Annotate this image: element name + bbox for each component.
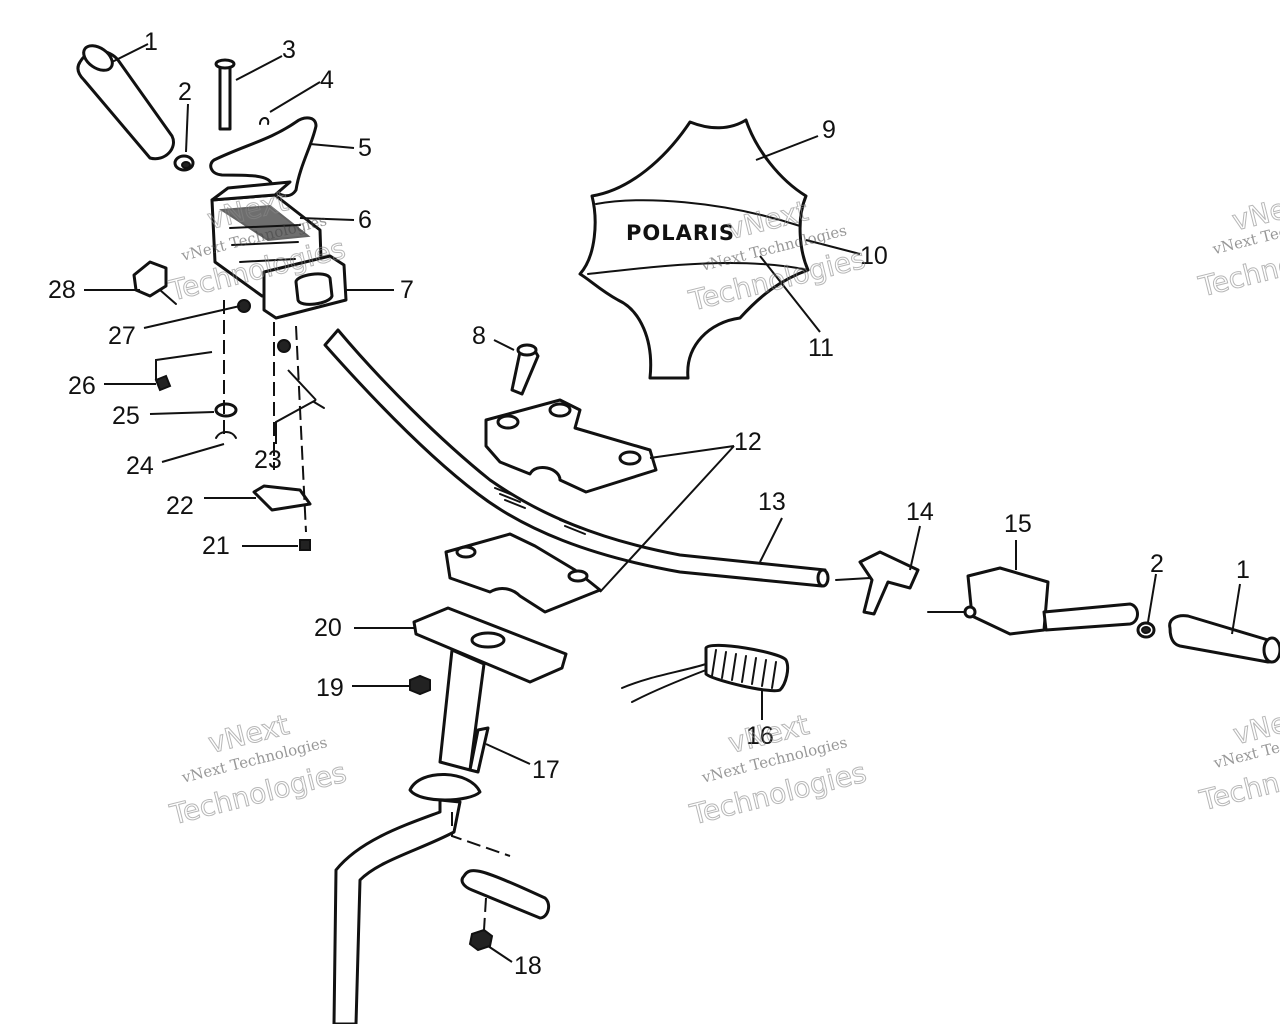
callout-10: 10 <box>860 242 888 270</box>
callout-27: 27 <box>108 322 136 350</box>
throttle-lever <box>209 116 318 198</box>
callout-19: 19 <box>316 674 344 702</box>
callout-22: 22 <box>166 492 194 520</box>
callout-17: 17 <box>532 756 560 784</box>
steering-post <box>332 606 568 1024</box>
right-end-plug <box>1136 621 1156 639</box>
callout-11: 11 <box>808 334 834 362</box>
nut-26 <box>154 374 172 392</box>
screw-pan <box>277 339 291 353</box>
leader-lines <box>84 43 1241 963</box>
callout-15: 15 <box>1004 510 1032 538</box>
handlebar-pad: POLARIS <box>578 118 810 380</box>
callout-12: 12 <box>734 428 762 456</box>
callout-23: 23 <box>254 446 282 474</box>
callout-2-left: 2 <box>178 78 192 106</box>
heater-element <box>621 643 790 703</box>
right-grip <box>1168 614 1280 664</box>
callout-labels: 1 2 3 4 5 6 7 8 9 10 11 12 13 14 15 16 1… <box>48 28 1250 980</box>
lock-washer-24 <box>215 431 237 439</box>
callout-7: 7 <box>400 276 414 304</box>
left-end-plug <box>173 154 195 172</box>
callout-16: 16 <box>746 722 774 750</box>
callout-26: 26 <box>68 372 96 400</box>
left-grip <box>76 44 175 161</box>
bracket <box>252 484 312 512</box>
callout-5: 5 <box>358 134 372 162</box>
polaris-logo-text: POLARIS <box>626 221 735 245</box>
spacer-tube <box>460 869 551 920</box>
callout-6: 6 <box>358 206 372 234</box>
brake-lever <box>835 550 920 616</box>
screw-21 <box>299 539 311 551</box>
callout-4: 4 <box>320 66 334 94</box>
callout-25: 25 <box>112 402 140 430</box>
callout-13: 13 <box>758 488 786 516</box>
clip <box>259 117 270 125</box>
callout-9: 9 <box>822 116 836 144</box>
callout-1-right: 1 <box>1236 556 1250 584</box>
washer-25 <box>214 402 238 418</box>
callout-2-right: 2 <box>1150 550 1164 578</box>
master-cylinder <box>927 566 1139 636</box>
assembly-lines <box>155 300 317 533</box>
callout-20: 20 <box>314 614 342 642</box>
callout-14: 14 <box>906 498 934 526</box>
callout-3: 3 <box>282 36 296 64</box>
nut-19 <box>409 674 431 696</box>
callout-28: 28 <box>48 276 76 304</box>
handlebar <box>323 328 830 588</box>
throttle-cover <box>262 254 348 320</box>
callout-8: 8 <box>472 322 486 350</box>
callout-18: 18 <box>514 952 542 980</box>
upper-clamp <box>484 398 658 494</box>
callout-1-left: 1 <box>144 28 158 56</box>
callout-21: 21 <box>202 532 230 560</box>
bolt-17 <box>468 726 490 774</box>
clamp-bolt <box>510 343 540 396</box>
screw-23 <box>313 401 325 409</box>
throttle-pin <box>214 58 236 131</box>
lower-clamp <box>444 532 602 614</box>
callout-24: 24 <box>126 452 154 480</box>
